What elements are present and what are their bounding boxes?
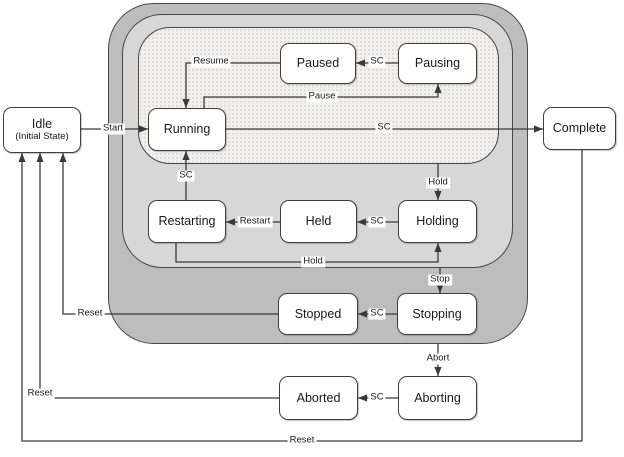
arrowhead-sc-holding-held: [357, 218, 366, 226]
label-stop: Stop: [428, 273, 452, 286]
arrowhead-restart: [226, 218, 235, 226]
state-label: Aborting: [414, 390, 461, 405]
arrowhead-reset-complete-idle: [18, 153, 26, 162]
edge-resume: [185, 62, 280, 108]
state-aborted: Aborted: [279, 376, 358, 420]
state-label: Pausing: [414, 56, 461, 71]
state-label: Complete: [552, 121, 607, 136]
state-label: Idle: [31, 117, 53, 132]
label-sc-holding-held: SC: [368, 215, 386, 228]
state-label: Aborted: [296, 390, 341, 405]
arrowhead-sc-stopping-stopped: [358, 310, 367, 318]
arrowhead-sc-running-complete: [534, 125, 543, 133]
arrowhead-abort: [434, 367, 442, 376]
state-label: Paused: [296, 56, 340, 71]
label-sc-running-complete: SC: [375, 121, 393, 134]
state-pausing: Pausing: [398, 43, 477, 84]
state-restarting: Restarting: [148, 200, 226, 243]
arrowhead-resume: [182, 99, 190, 108]
label-reset-aborted-idle: Reset: [25, 387, 55, 400]
arrowhead-hold: [434, 191, 442, 200]
label-start: Start: [100, 122, 126, 135]
state-aborting: Aborting: [398, 376, 477, 420]
label-sc-aborting-aborted: SC: [368, 391, 386, 404]
label-abort: Abort: [424, 352, 452, 365]
label-sc-stopping-stopped: SC: [368, 307, 386, 320]
edge-reset-stopped-idle: [62, 153, 278, 315]
arrowhead-reset-stopped-idle: [59, 153, 67, 162]
label-hold-return: Hold: [301, 255, 325, 268]
state-idle: Idle(Initial State): [3, 107, 81, 153]
label-reset-complete-idle: Reset: [287, 434, 317, 447]
edge-reset-aborted-idle: [39, 153, 279, 399]
arrowhead-pause: [434, 84, 442, 93]
label-pause: Pause: [306, 90, 338, 103]
state-label: Stopping: [412, 306, 462, 321]
label-reset-stopped-idle: Reset: [75, 307, 105, 320]
label-hold: Hold: [426, 176, 450, 189]
state-complete: Complete: [543, 107, 616, 150]
state-label: Held: [305, 214, 332, 229]
state-sublabel: (Initial State): [15, 131, 69, 143]
state-label: Restarting: [158, 214, 216, 229]
arrowhead-sc-restarting-running: [182, 151, 190, 160]
state-stopping: Stopping: [397, 293, 477, 335]
label-sc-restarting-running: SC: [177, 169, 195, 182]
label-sc-pausing-paused: SC: [368, 55, 386, 68]
state-label: Running: [163, 122, 211, 137]
state-holding: Holding: [398, 200, 477, 243]
arrowhead-stop: [436, 284, 444, 293]
state-stopped: Stopped: [278, 293, 358, 335]
arrowhead-start: [139, 125, 148, 133]
arrowhead-hold-return: [434, 243, 442, 252]
state-label: Stopped: [294, 306, 342, 321]
state-paused: Paused: [280, 43, 356, 84]
label-resume: Resume: [191, 55, 231, 68]
state-held: Held: [280, 200, 357, 243]
label-restart: Restart: [237, 215, 273, 228]
state-running: Running: [148, 108, 226, 151]
state-label: Holding: [416, 214, 459, 229]
arrowhead-sc-aborting-aborted: [358, 394, 367, 402]
arrowhead-reset-aborted-idle: [36, 153, 44, 162]
arrowhead-sc-pausing-paused: [356, 59, 365, 67]
